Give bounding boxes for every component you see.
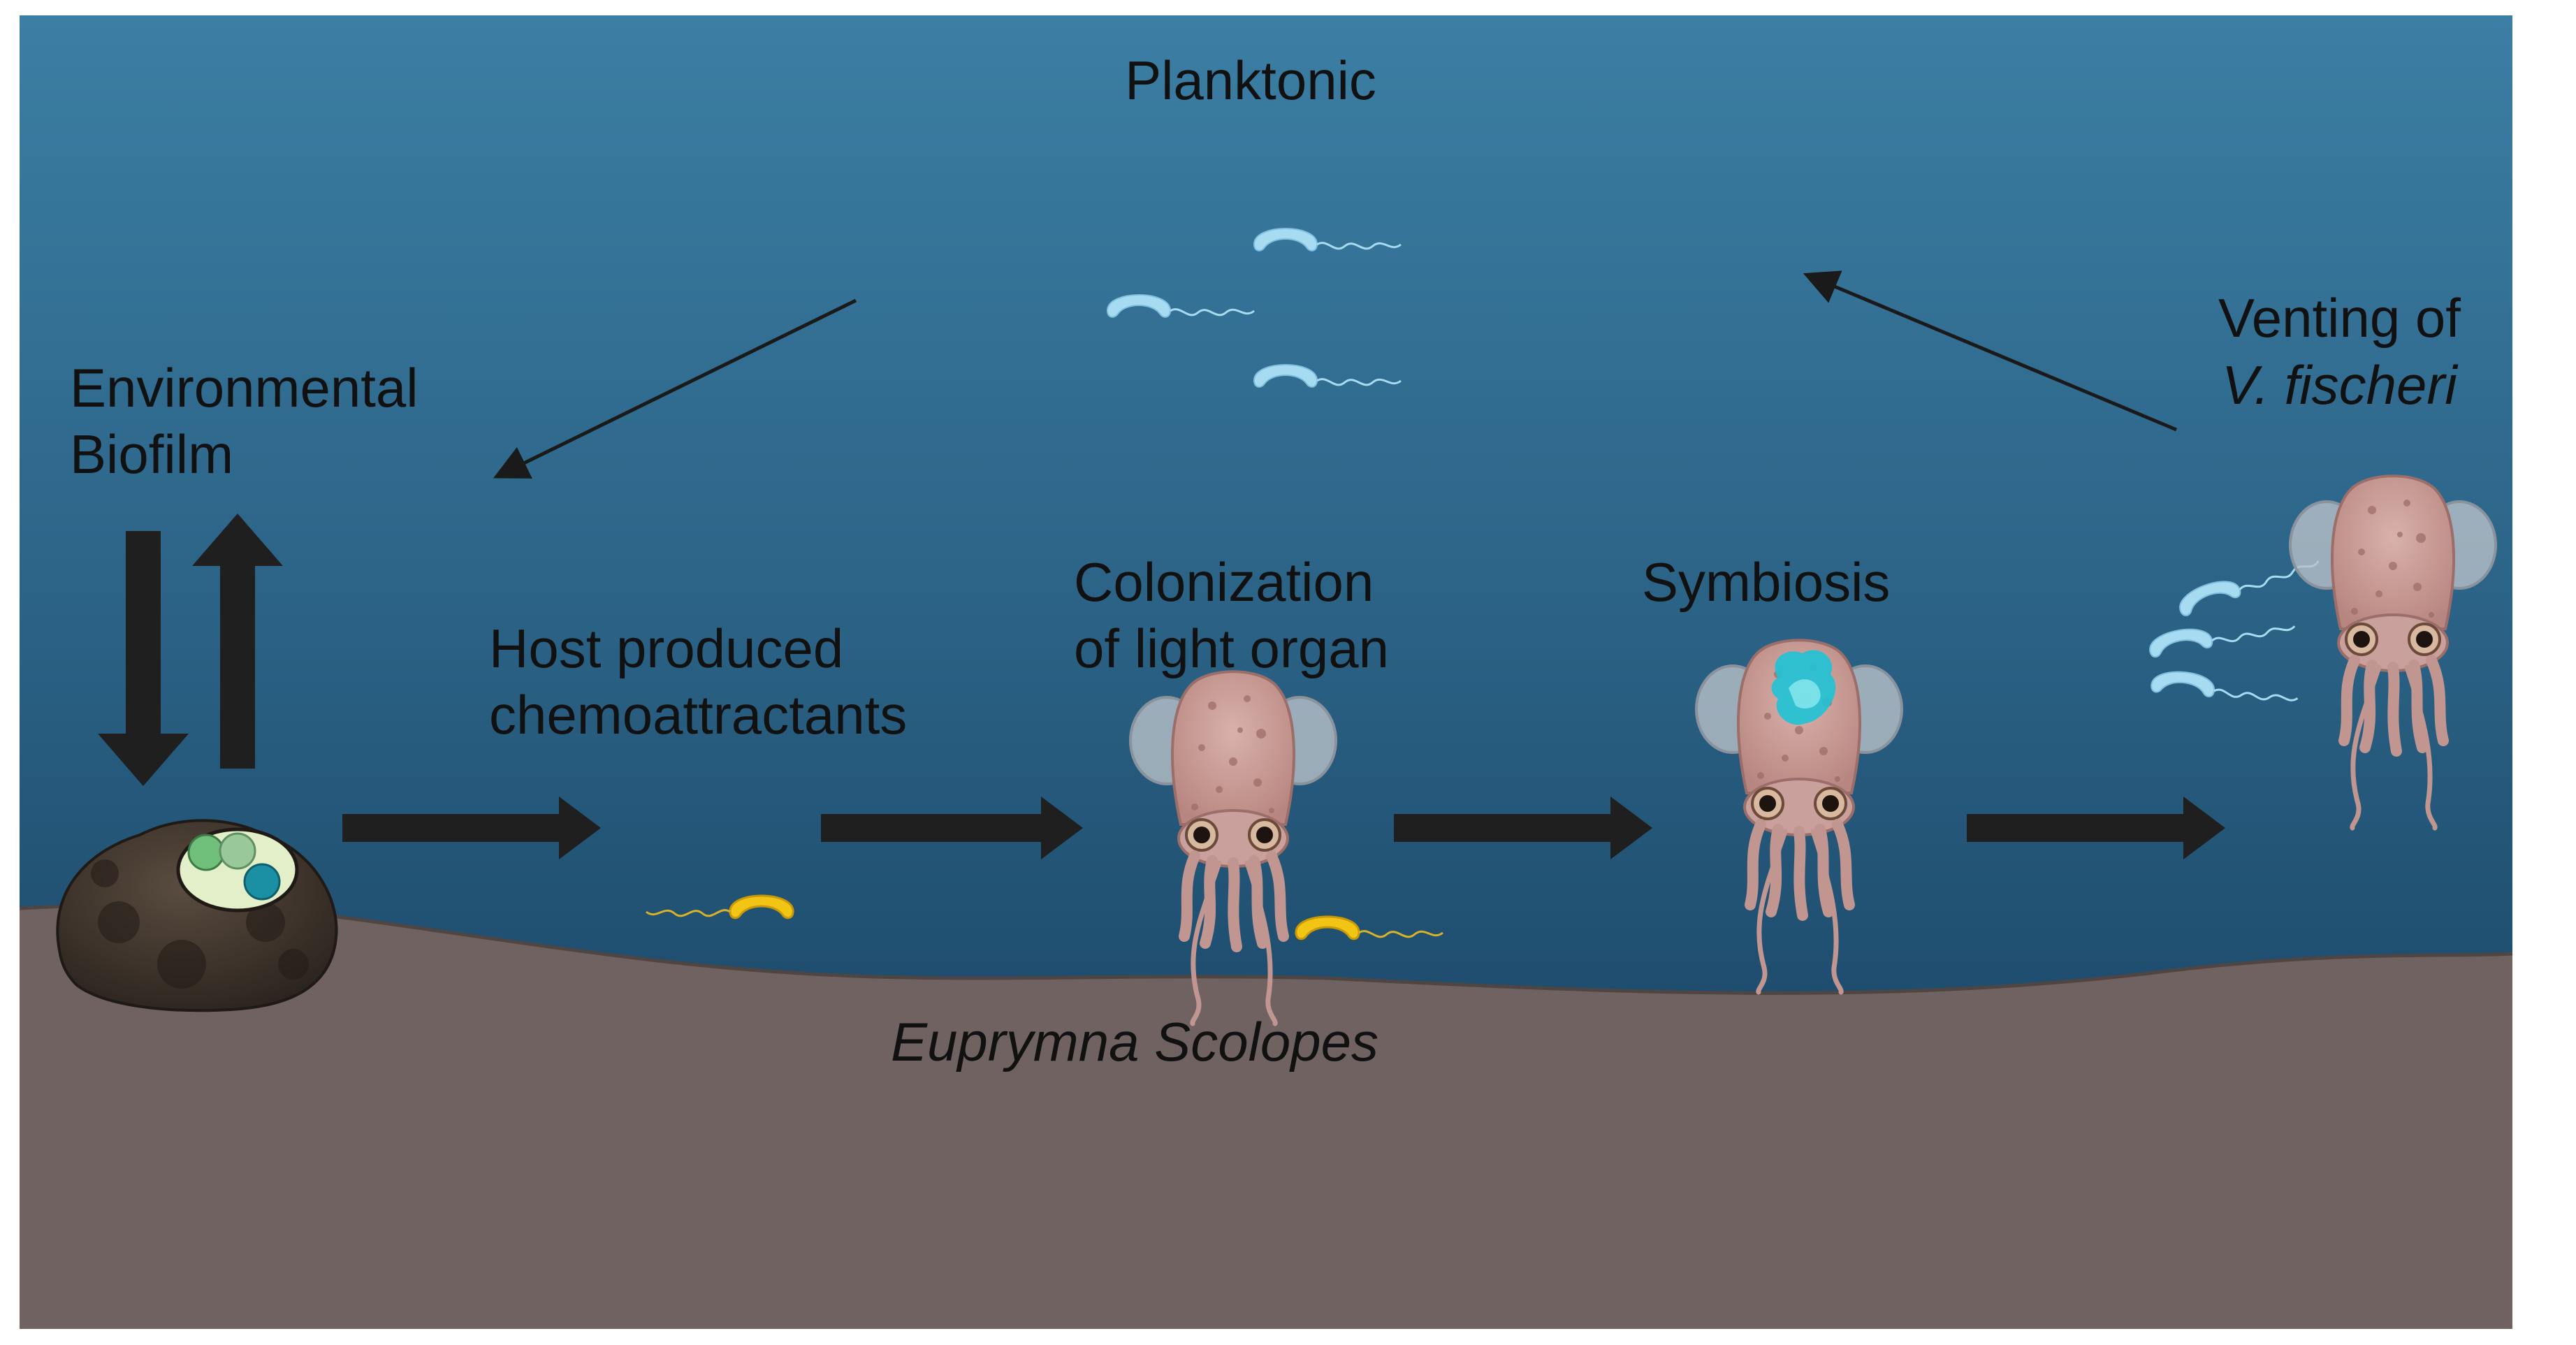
label-host-line2: chemoattractants	[489, 684, 907, 746]
arrow-up-icon	[192, 514, 283, 769]
seabed-edge	[19, 903, 2513, 995]
arrow-venting-to-planktonic	[1803, 270, 2177, 432]
label-species: Euprymna Scolopes	[891, 1011, 1378, 1073]
arrow-right-icon	[1967, 797, 2225, 859]
biofilm-rock-icon	[56, 819, 338, 1012]
biofilm-exchange-arrows	[98, 514, 283, 786]
label-symbiosis: Symbiosis	[1642, 551, 1890, 613]
label-venting-line1: Venting of	[2218, 287, 2461, 349]
label-environmental: Environmental	[70, 357, 419, 419]
bacterium-icon	[729, 894, 794, 919]
seabed	[20, 904, 2512, 1329]
label-planktonic: Planktonic	[1125, 50, 1376, 111]
arrow-right-icon	[342, 797, 601, 859]
chemo-bacterium-1	[646, 894, 794, 919]
bacterium-icon	[1295, 915, 1360, 940]
process-arrows	[342, 797, 2225, 859]
arrow-planktonic-to-biofilm	[493, 298, 857, 479]
label-venting-line2: V. fischeri	[2222, 354, 2459, 416]
label-host-line1: Host produced	[489, 618, 843, 679]
chemo-bacterium-2	[1295, 915, 1443, 940]
squid-symbiosis	[1696, 640, 1902, 992]
arrow-right-icon	[821, 797, 1083, 859]
label-colonization-line2: of light organ	[1074, 618, 1389, 679]
arrow-down-icon	[98, 531, 189, 786]
label-biofilm: Biofilm	[70, 423, 233, 485]
label-colonization-line1: Colonization	[1074, 551, 1374, 613]
arrow-right-icon	[1394, 797, 1652, 859]
